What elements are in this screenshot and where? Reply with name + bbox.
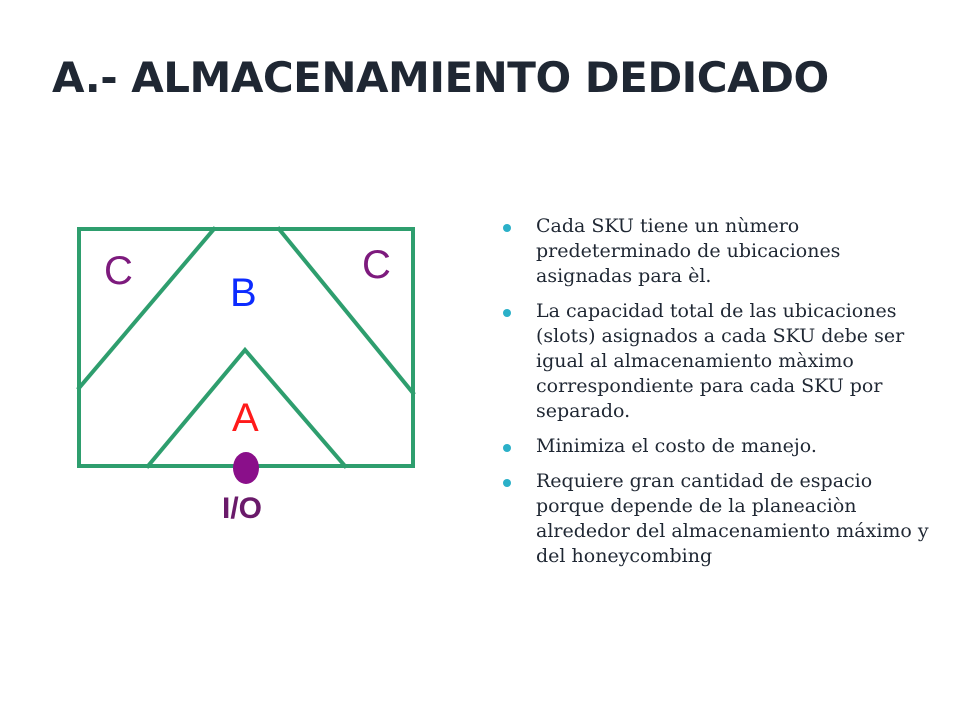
zone-c-right-label: C bbox=[362, 243, 391, 287]
bullet-item: La capacidad total de las ubicaciones (s… bbox=[496, 299, 936, 424]
bullet-icon bbox=[503, 444, 511, 452]
zone-a-boundary bbox=[145, 346, 348, 469]
bullet-text: La capacidad total de las ubicaciones (s… bbox=[536, 300, 905, 422]
zone-b-boundary-right bbox=[276, 226, 416, 396]
zone-b-label: B bbox=[230, 271, 257, 315]
io-point bbox=[233, 452, 259, 484]
bullet-item: Requiere gran cantidad de espacio porque… bbox=[496, 469, 936, 569]
zone-c-left-label: C bbox=[104, 249, 133, 293]
bullet-icon bbox=[503, 309, 511, 317]
bullet-item: Minimiza el costo de manejo. bbox=[496, 434, 936, 459]
io-label: I/O bbox=[222, 492, 262, 525]
zone-b-boundary bbox=[76, 226, 217, 391]
bullet-text: Requiere gran cantidad de espacio porque… bbox=[536, 470, 929, 567]
slide-title: A.- ALMACENAMIENTO DEDICADO bbox=[52, 53, 829, 102]
zone-a-label: A bbox=[232, 396, 259, 440]
bullet-item: Cada SKU tiene un nùmero predeterminado … bbox=[496, 214, 936, 289]
bullet-text: Minimiza el costo de manejo. bbox=[536, 435, 817, 457]
bullet-list: Cada SKU tiene un nùmero predeterminado … bbox=[496, 214, 936, 579]
bullet-icon bbox=[503, 479, 511, 487]
bullet-icon bbox=[503, 224, 511, 232]
bullet-text: Cada SKU tiene un nùmero predeterminado … bbox=[536, 215, 841, 287]
